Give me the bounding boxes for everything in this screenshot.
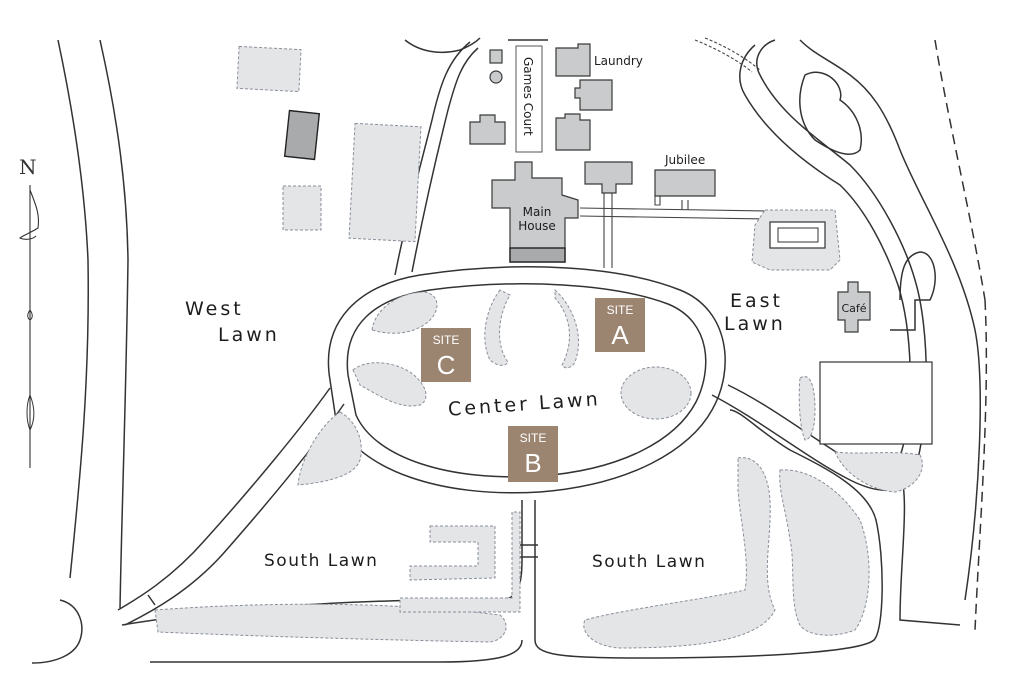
grass-east-strip	[798, 376, 816, 441]
label-south-lawn-east: South Lawn	[592, 552, 706, 572]
label-south-lawn-west: South Lawn	[264, 551, 378, 571]
site-b-box[interactable]	[508, 426, 558, 482]
grass-south-east-2	[779, 469, 870, 636]
far-east-road-1	[799, 39, 981, 601]
label-west-lawn-2: Lawn	[218, 324, 280, 346]
buildings	[283, 43, 933, 445]
grass-center-nw	[371, 291, 438, 334]
site-c-letter: C	[437, 350, 456, 380]
building-main-house-porch	[509, 247, 566, 263]
west-road-edge-2	[99, 39, 129, 609]
south-road-bottom	[150, 639, 523, 663]
ne-round-feature	[799, 71, 862, 155]
label-east-lawn-1: East	[730, 290, 783, 312]
labels: West Lawn East Lawn Center Lawn South La…	[185, 54, 867, 572]
pool-inner	[777, 227, 819, 243]
grass-south-strip	[154, 603, 507, 643]
center-loop-outer	[327, 266, 726, 494]
grass-nw-3	[348, 122, 422, 243]
grass-sw-1	[297, 411, 362, 486]
building-east-court	[555, 113, 591, 151]
main-walkway-south	[603, 185, 613, 268]
grass-nw-1	[236, 45, 302, 93]
building-jubilee	[654, 169, 716, 197]
south-crossing	[520, 544, 538, 558]
label-west-lawn-1: West	[185, 298, 244, 320]
building-north-walk	[584, 161, 633, 194]
south-lawn-road-e	[534, 409, 883, 659]
building-small-1	[489, 49, 503, 64]
building-main-house	[491, 161, 579, 263]
site-b-letter: B	[524, 448, 541, 478]
far-east-road-2	[934, 39, 986, 301]
center-loop-inner	[346, 283, 707, 478]
north-label: N	[19, 155, 37, 179]
sw-drive-tick	[147, 594, 156, 606]
ne-path-1	[694, 39, 753, 73]
site-b-word: SITE	[520, 431, 547, 445]
north-arrow-head	[19, 189, 40, 240]
north-west-drive-2	[411, 47, 479, 273]
site-b-marker[interactable]: SITE B	[508, 426, 558, 482]
grass-east-bottom	[834, 451, 923, 493]
label-center-lawn: Center Lawn	[447, 388, 601, 421]
label-main-house-1: Main	[523, 205, 552, 219]
sw-corner-road	[31, 599, 83, 664]
north-arrow: N	[19, 155, 40, 468]
label-east-lawn-2: Lawn	[724, 313, 786, 335]
sw-drive-1	[117, 387, 331, 611]
grass-center-e	[620, 366, 692, 420]
label-jubilee: Jubilee	[664, 153, 705, 167]
building-laundry	[555, 43, 591, 77]
label-main-house-2: House	[518, 219, 556, 233]
site-c-marker[interactable]: SITE C	[421, 328, 471, 382]
site-a-marker[interactable]: SITE A	[595, 298, 645, 352]
label-cafe: Café	[841, 302, 866, 315]
jubilee-links	[654, 195, 689, 210]
label-games-court: Games Court	[521, 57, 535, 136]
site-a-box[interactable]	[595, 298, 645, 352]
north-drive-top	[404, 37, 481, 53]
label-laundry: Laundry	[594, 54, 643, 68]
games-court	[515, 45, 543, 153]
cafe-drive	[890, 251, 936, 331]
building-west-court	[469, 114, 506, 145]
east-drive-outer	[711, 39, 927, 491]
grass-south-east-1	[583, 457, 776, 649]
north-arrow-tail	[26, 393, 35, 432]
grass-center-crescent-2	[554, 288, 579, 369]
far-east-road-3	[974, 299, 988, 631]
building-nw	[283, 109, 321, 161]
building-small-round	[489, 70, 503, 84]
east-side-link	[899, 469, 961, 626]
grass-nw-2	[282, 185, 322, 231]
building-cafe	[837, 281, 871, 333]
grass-center-w	[352, 362, 427, 407]
grass-areas	[154, 45, 923, 649]
grass-center-crescent-1	[484, 289, 511, 366]
north-arrow-mid	[27, 309, 33, 321]
site-c-box[interactable]	[421, 328, 471, 382]
tennis-court	[819, 361, 933, 445]
sw-drive-2	[124, 403, 345, 626]
site-c-word: SITE	[433, 333, 460, 347]
west-road-edge-1	[57, 39, 89, 579]
site-a-letter: A	[611, 320, 629, 350]
grass-south-l	[409, 525, 496, 581]
site-a-word: SITE	[607, 303, 634, 317]
building-laundry-2	[574, 79, 613, 111]
grass-south-l2	[399, 511, 521, 613]
ne-path-2	[704, 37, 761, 71]
